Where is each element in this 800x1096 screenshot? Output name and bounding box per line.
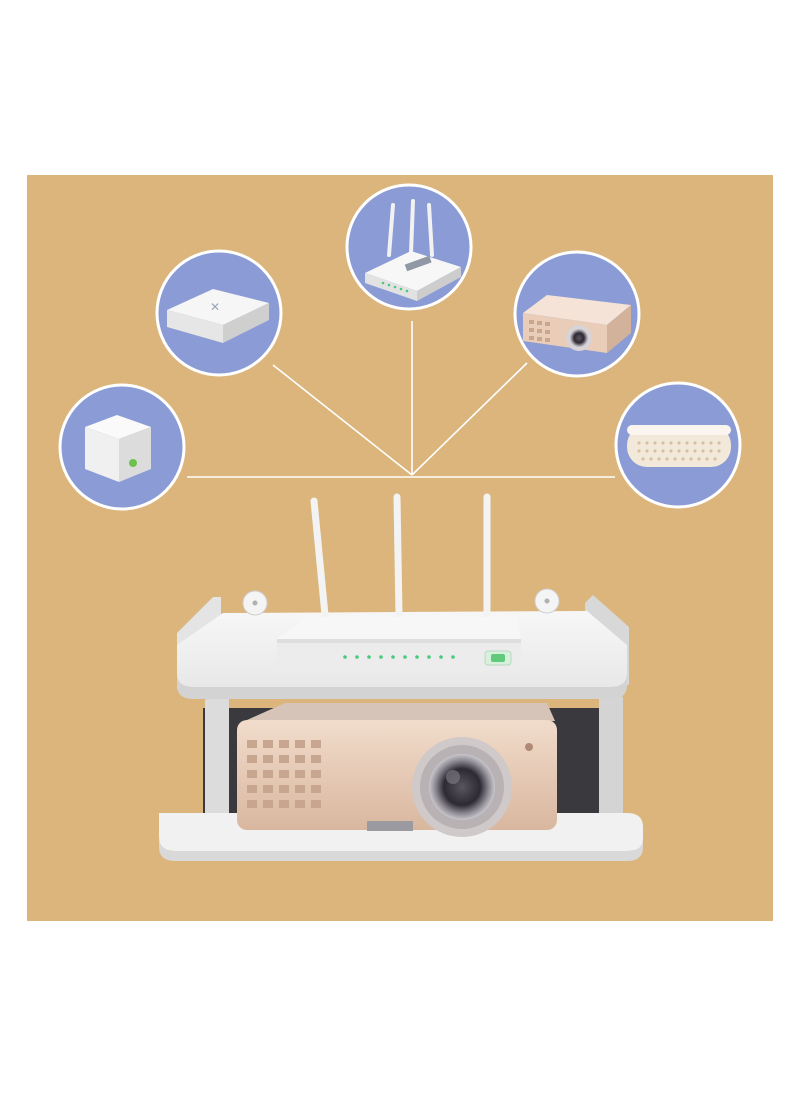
connector-lines: [187, 321, 615, 478]
speaker-bubble: [614, 381, 742, 509]
product-illustration: ✕: [27, 175, 773, 921]
projector-on-shelf: [237, 703, 557, 837]
svg-text:✕: ✕: [210, 300, 220, 314]
wall-shelf: [159, 493, 643, 861]
wall-hook-right: [534, 588, 560, 614]
wifi-cube-bubble: [58, 383, 186, 511]
set-top-box-bubble: ✕: [155, 249, 283, 377]
router-on-shelf: [277, 493, 521, 673]
wifi-router-bubble: [345, 183, 473, 311]
product-panel: ✕: [27, 175, 773, 921]
wall-hook-left: [242, 590, 268, 616]
projector-bubble: [513, 250, 641, 378]
